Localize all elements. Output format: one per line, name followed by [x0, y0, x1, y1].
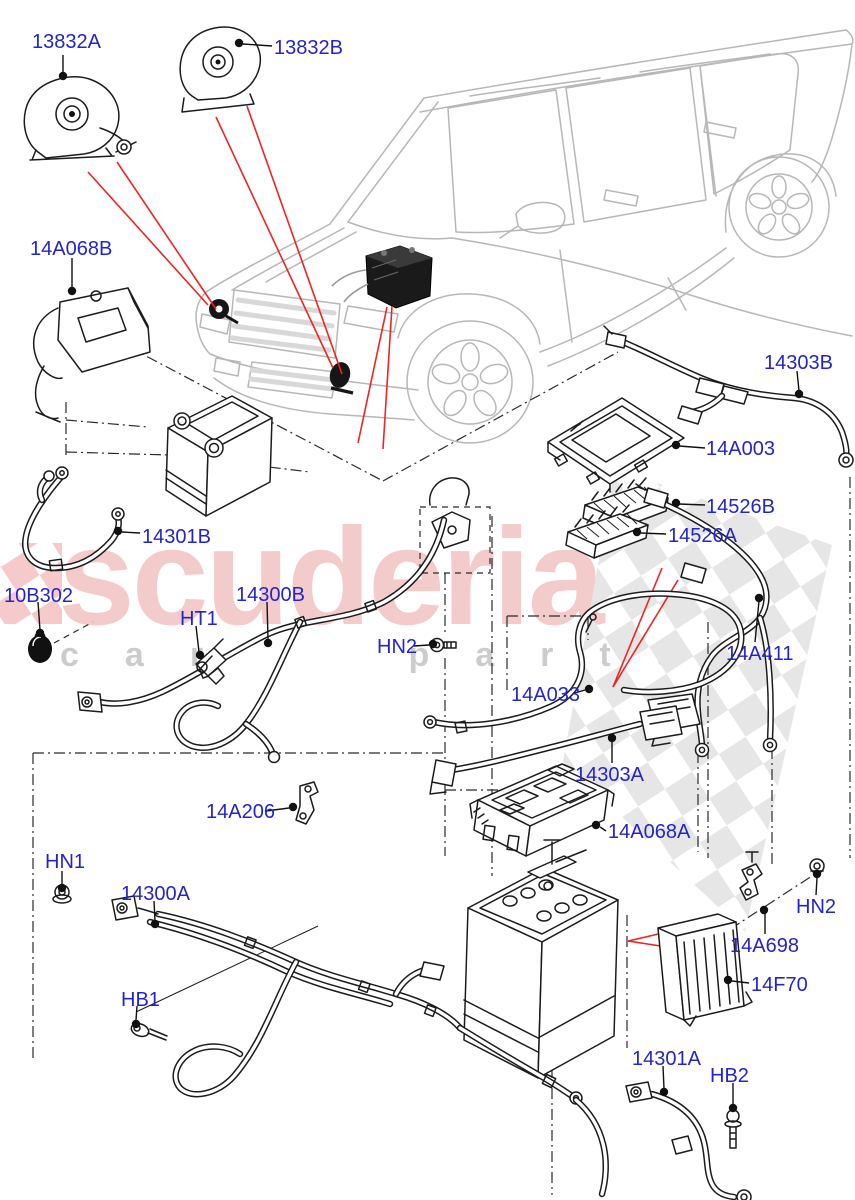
grommet-10B302-drawing — [28, 621, 94, 663]
part-label-10B302[interactable]: 10B302 — [4, 585, 73, 607]
leader-lines — [35, 38, 822, 1113]
part-label-14A698[interactable]: 14A698 — [730, 935, 799, 957]
part-label-HN2-mid[interactable]: HN2 — [377, 636, 418, 658]
cable-14A411-drawing — [635, 483, 778, 758]
part-label-HT1[interactable]: HT1 — [180, 608, 218, 630]
part-label-14526A[interactable]: 14526A — [668, 525, 737, 547]
part-label-14A068B[interactable]: 14A068B — [30, 238, 113, 260]
part-label-14F70[interactable]: 14F70 — [751, 974, 808, 996]
module-14F70-drawing — [657, 913, 753, 1027]
part-label-14526B[interactable]: 14526B — [706, 496, 775, 518]
engine-bay-battery-location — [331, 245, 433, 309]
module-14A003-drawing — [547, 397, 685, 493]
red-location-lines — [87, 105, 679, 948]
aux-battery-drawing — [165, 395, 273, 517]
horn-13832B-drawing — [179, 26, 262, 113]
part-label-HN1[interactable]: HN1 — [45, 851, 86, 873]
part-label-14301A[interactable]: 14301A — [632, 1048, 701, 1070]
bracket-14A698-drawing — [739, 851, 763, 901]
harness-14300B-drawing — [77, 477, 491, 764]
part-label-14A003[interactable]: 14A003 — [706, 438, 775, 460]
cable-14303B-drawing — [603, 325, 854, 468]
cable-14301A-drawing — [625, 1081, 752, 1200]
part-label-13832A[interactable]: 13832A — [32, 31, 101, 53]
module-14A068B-drawing — [33, 287, 151, 423]
part-label-14300A[interactable]: 14300A — [121, 883, 190, 905]
watermark-brand-text: scuderia — [58, 500, 605, 654]
installed-horn-locations — [209, 299, 354, 395]
battery-drawing — [463, 839, 619, 1079]
sensor-HT1-drawing — [195, 638, 227, 685]
part-label-HB1[interactable]: HB1 — [121, 989, 160, 1011]
part-label-14A411[interactable]: 14A411 — [726, 643, 794, 665]
nut-HN2-right-drawing — [809, 858, 825, 874]
part-label-14303A[interactable]: 14303A — [575, 764, 644, 786]
part-label-14A068A[interactable]: 14A068A — [608, 821, 691, 843]
horn-13832A-drawing — [23, 76, 137, 161]
part-label-13832B[interactable]: 13832B — [274, 37, 343, 59]
cable-14303A-drawing — [429, 705, 683, 795]
bolt-HB2-drawing — [724, 1109, 742, 1149]
part-label-HB2[interactable]: HB2 — [710, 1065, 749, 1087]
harness-14300A-drawing — [111, 895, 609, 1198]
bracket-14A206-drawing — [295, 781, 319, 825]
watermark-tagline-text: car parts — [60, 636, 722, 674]
car-illustration — [195, 29, 854, 444]
part-label-HN2-right[interactable]: HN2 — [796, 896, 837, 918]
part-label-14A206[interactable]: 14A206 — [206, 801, 275, 823]
part-label-14303B[interactable]: 14303B — [764, 352, 833, 374]
part-label-14A033[interactable]: 14A033 — [511, 684, 580, 706]
part-label-14300B[interactable]: 14300B — [236, 584, 305, 606]
part-label-14301B[interactable]: 14301B — [142, 526, 211, 548]
